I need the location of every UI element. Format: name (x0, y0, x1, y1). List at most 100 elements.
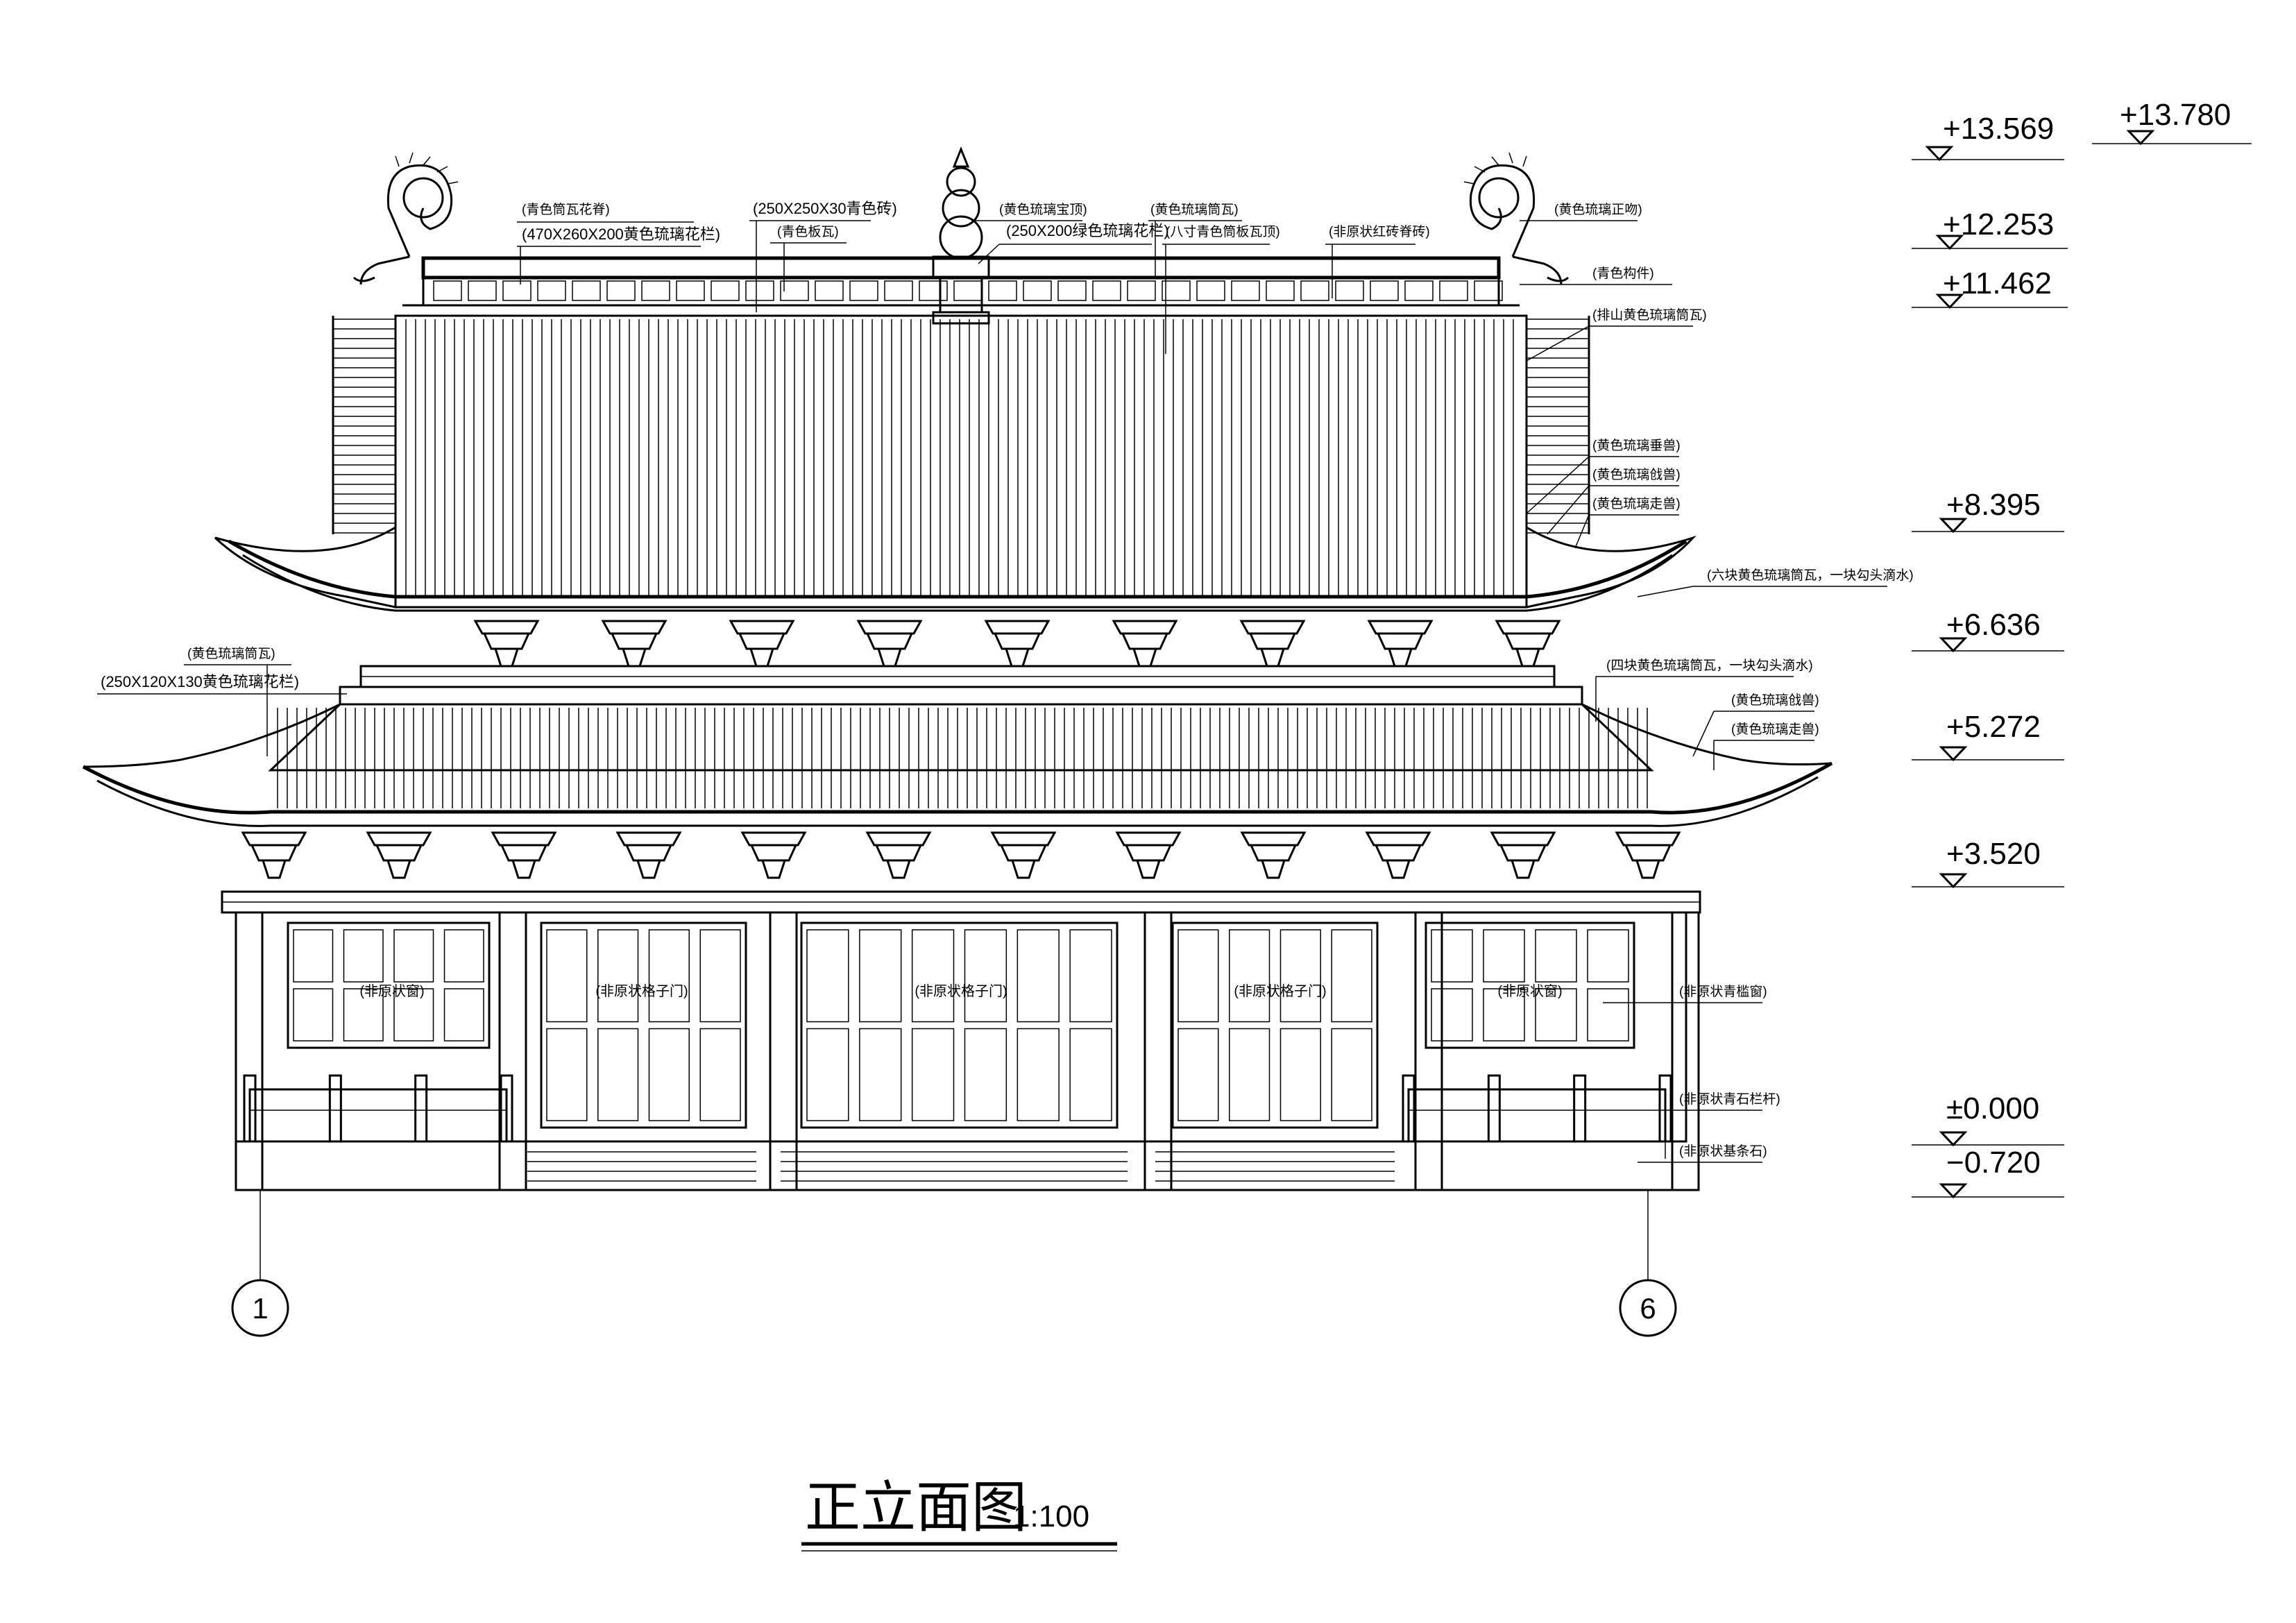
bracket-top (1239, 620, 1306, 635)
bracket-top (1112, 620, 1178, 635)
bay-frame (540, 921, 747, 1129)
callout-right-mid-2: (黄色琉璃戗兽) (1592, 467, 1681, 482)
callout-right-low-2: (黄色琉璃戗兽) (1731, 692, 1819, 708)
ridge-dragon-left (352, 152, 459, 285)
ridge-block (711, 280, 740, 301)
bracket-mid (738, 632, 786, 650)
front-steps (527, 1151, 1395, 1182)
ridge-block (606, 280, 636, 301)
ridge-block (1057, 280, 1087, 301)
lower-roof-face (268, 703, 1654, 772)
bracket-base (749, 647, 775, 668)
bay-panels (287, 921, 1635, 1129)
callout-right-low-3: (黄色琉璃走兽) (1731, 722, 1819, 737)
bracket-mid (610, 632, 658, 650)
elev-8395: +8.395 (1946, 488, 2041, 522)
leaf-lower (597, 1028, 639, 1121)
bracket-mid (874, 844, 923, 862)
callout-top-mid-7: (非原状红砖脊砖) (1329, 224, 1430, 239)
leaf-upper (1017, 929, 1060, 1023)
bracket-base (511, 859, 537, 879)
leaf-lower (1535, 988, 1577, 1042)
axis-label-6: 6 (1640, 1292, 1656, 1325)
bay-frame (1171, 921, 1379, 1129)
callout-right-low-1: (四块黄色琉璃筒瓦，一块勾头滴水) (1606, 658, 1813, 673)
column (1671, 911, 1700, 1191)
ridge-block (1300, 280, 1329, 301)
callout-left-low-1: (黄色琉璃筒瓦) (187, 646, 275, 661)
callout-top-left-2: (470X260X200黄色琉璃花栏) (522, 226, 720, 243)
callouts: (青色筒瓦花脊) (470X260X200黄色琉璃花栏) (250X250X30… (97, 200, 1914, 1163)
bay-label-5: (非原状窗) (1497, 983, 1562, 999)
bay-frame (1425, 921, 1635, 1049)
ridge-block (745, 280, 774, 301)
leaf-lower (1331, 1028, 1372, 1121)
stone-balustrades (243, 1074, 1672, 1143)
callout-right-wall-1: (非原状青槛窗) (1679, 984, 1767, 999)
leaf-upper (443, 929, 484, 983)
callout-right-wall-3: (非原状基条石) (1679, 1144, 1767, 1159)
bracket-mid (1624, 844, 1672, 862)
bracket-mid (1121, 632, 1169, 650)
leaf-lower (964, 1028, 1007, 1121)
column (1414, 911, 1443, 1191)
callout-right-wall-2: (非原状青石栏杆) (1679, 1091, 1780, 1107)
bracket-mid (500, 844, 548, 862)
ridge-block (1474, 280, 1503, 301)
bracket-top (984, 620, 1051, 635)
leaf-upper (1483, 929, 1525, 983)
elev-3520: +3.520 (1946, 837, 2041, 871)
ridge-block (953, 280, 983, 301)
leaf-lower (859, 1028, 902, 1121)
ridge-block (1266, 280, 1295, 301)
baluster-post (328, 1074, 342, 1143)
bracket-top (740, 831, 807, 847)
stone-base (235, 1140, 1674, 1191)
callout-right-mid-4: (六块黄色琉璃筒瓦，一块勾头滴水) (1707, 568, 1914, 583)
elev-0000: ±0.000 (1946, 1091, 2039, 1125)
ridge-block (1231, 280, 1260, 301)
ridge-block (1404, 280, 1434, 301)
bracket-top (1490, 831, 1556, 847)
elev-11462: +11.462 (1943, 266, 2052, 300)
leaf-upper (597, 929, 639, 1023)
leaf-upper (1331, 929, 1372, 1023)
bracket-mid (993, 632, 1041, 650)
balustrade (1407, 1088, 1667, 1143)
axis-bubble-6 (1619, 1279, 1677, 1337)
bracket-mid (1249, 844, 1298, 862)
bracket-top (473, 620, 540, 635)
bracket-top (856, 620, 923, 635)
bracket-mid (1248, 632, 1297, 650)
elev-13569: +13.569 (1943, 112, 2054, 146)
facade: (非原状窗) (非原状格子门) (非原状格子门) (非原状格子门) (非原状窗) (235, 911, 1700, 1191)
ridge-block (676, 280, 705, 301)
callout-top-mid-4: (250X200绿色琉璃花栏) (1006, 222, 1169, 239)
leaf-lower (393, 988, 434, 1042)
callout-top-mid-3: (黄色琉璃宝顶) (999, 202, 1087, 217)
elev-m0720: −0.720 (1946, 1146, 2041, 1180)
axis-bubble-1 (231, 1279, 289, 1337)
bracket-mid (375, 844, 423, 862)
callout-top-mid-5: (黄色琉璃筒瓦) (1150, 202, 1239, 217)
bracket-top (1495, 620, 1561, 635)
elev-12253: +12.253 (1943, 207, 2054, 241)
bracket-base (1135, 859, 1162, 879)
leaf-lower (1017, 1028, 1060, 1121)
bracket-top (1367, 620, 1434, 635)
bracket-base (1515, 647, 1541, 668)
lower-roof-ridge (339, 686, 1583, 706)
bracket-base (1385, 859, 1411, 879)
bracket-mid (482, 632, 531, 650)
lower-bracket-sets (241, 831, 1681, 879)
leaf-upper (393, 929, 434, 983)
bracket-top (615, 831, 682, 847)
upper-bracket-sets (473, 620, 1561, 668)
ridge-block (1092, 280, 1121, 301)
leaf-lower (806, 1028, 849, 1121)
bracket-top (366, 831, 432, 847)
ridge-block (1196, 280, 1225, 301)
callout-top-right-3: (排山黄色琉璃筒瓦) (1592, 307, 1707, 323)
ridge-block (1439, 280, 1468, 301)
ridge-block (849, 280, 878, 301)
